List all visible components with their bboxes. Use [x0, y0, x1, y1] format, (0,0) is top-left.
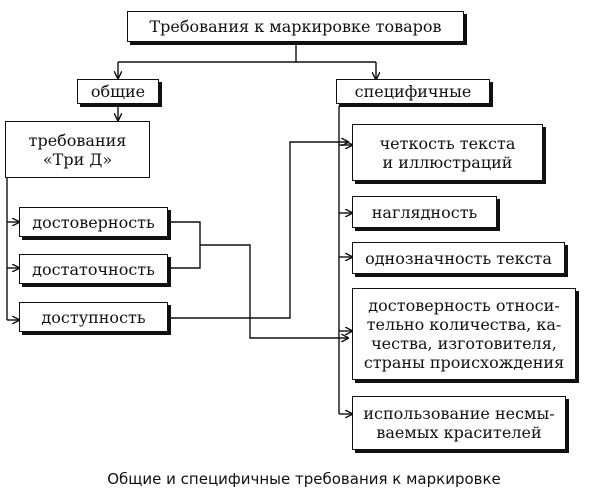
- specific-item-5: использование несмы- ваемых красителей: [352, 396, 566, 450]
- specific-item-label: достоверность относи- тельно количества,…: [363, 296, 565, 372]
- general-box: общие: [77, 79, 159, 104]
- link-reliability-sufficiency: [168, 221, 201, 269]
- specific-item-label: однозначность текста: [365, 248, 552, 268]
- general-item-label: достаточность: [32, 259, 155, 279]
- general-item-3: доступность: [19, 302, 168, 332]
- link-accessibility: [168, 142, 348, 319]
- general-item-label: достоверность: [32, 212, 155, 232]
- general-item-2: достаточность: [19, 254, 168, 284]
- figure-caption: Общие и специфичные требования к маркиро…: [107, 470, 501, 488]
- specific-label: специфичные: [354, 82, 472, 101]
- specific-item-2: наглядность: [352, 196, 497, 228]
- specific-item-4: достоверность относи- тельно количества,…: [352, 288, 576, 380]
- link-to-reliability-spec: [200, 244, 348, 338]
- general-label: общие: [90, 82, 146, 101]
- title-box: Требования к маркировке товаров: [127, 11, 464, 42]
- three-d-box: требования «Три Д»: [5, 121, 150, 178]
- title-text: Требования к маркировке товаров: [149, 17, 442, 36]
- general-item-label: доступность: [41, 307, 146, 327]
- specific-item-3: однозначность текста: [352, 242, 565, 274]
- general-item-1: достоверность: [19, 207, 168, 237]
- specific-item-1: четкость текста и иллюстраций: [352, 124, 543, 181]
- specific-box: специфичные: [336, 79, 490, 104]
- specific-item-label: наглядность: [371, 202, 478, 222]
- specific-item-label: использование несмы- ваемых красителей: [363, 404, 555, 442]
- specific-item-label: четкость текста и иллюстраций: [379, 133, 516, 172]
- three-d-label: требования «Три Д»: [28, 130, 127, 169]
